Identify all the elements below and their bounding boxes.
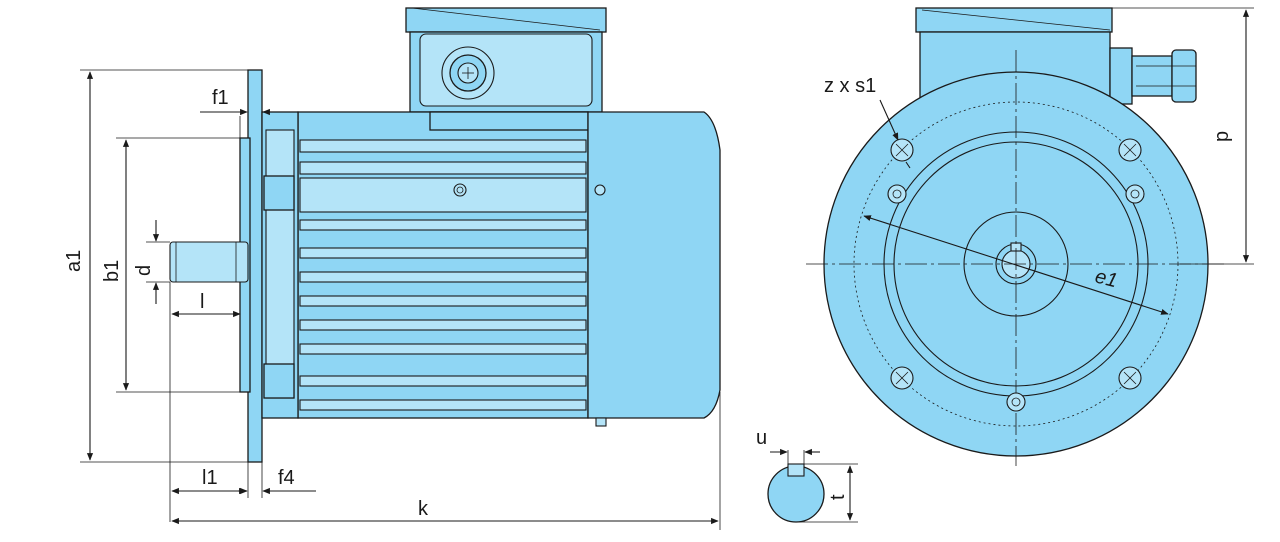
label-a1: a1 [63,250,85,272]
bolt-holes [890,138,1142,390]
bolt-hole [890,138,914,162]
dimension-zxs1: z x s1 [824,75,911,169]
label-f4: f4 [278,467,295,489]
dimension-d: d [133,220,170,304]
label-l1: l1 [202,467,218,489]
label-p: p [1211,131,1233,142]
motor-housing [297,111,589,419]
flange [239,69,299,463]
label-l: l [200,291,204,313]
front-view: e1 z x s1 p [806,7,1254,466]
shaft [169,241,249,283]
label-f1: f1 [212,87,229,109]
dimension-a1: a1 [63,69,248,463]
dimension-f1: f1 [200,87,292,138]
shaft-key-section: u t [756,427,858,523]
dimension-k: k [171,392,721,530]
side-view: a1 b1 d l f1 [63,7,721,530]
bolt-hole [1118,138,1142,162]
label-d: d [133,265,155,276]
label-e1: e1 [1093,266,1120,293]
bolt-hole [890,366,914,390]
label-zxs1: z x s1 [824,75,876,97]
terminal-box [405,7,607,113]
bolt-hole [1118,366,1142,390]
dimension-e1: e1 [863,215,1169,315]
cooling-fins [299,139,587,411]
dimension-b1: b1 [101,137,240,393]
label-b1: b1 [101,260,123,282]
label-u: u [756,427,767,449]
label-k: k [418,498,429,520]
dimension-l: l [169,282,241,522]
dimension-p: p [1112,7,1254,265]
threaded-holes [887,184,1145,412]
fan-cover [587,111,721,427]
dimension-f4: f4 [238,462,316,498]
dimension-l1: l1 [171,462,249,498]
label-t: t [827,494,849,500]
